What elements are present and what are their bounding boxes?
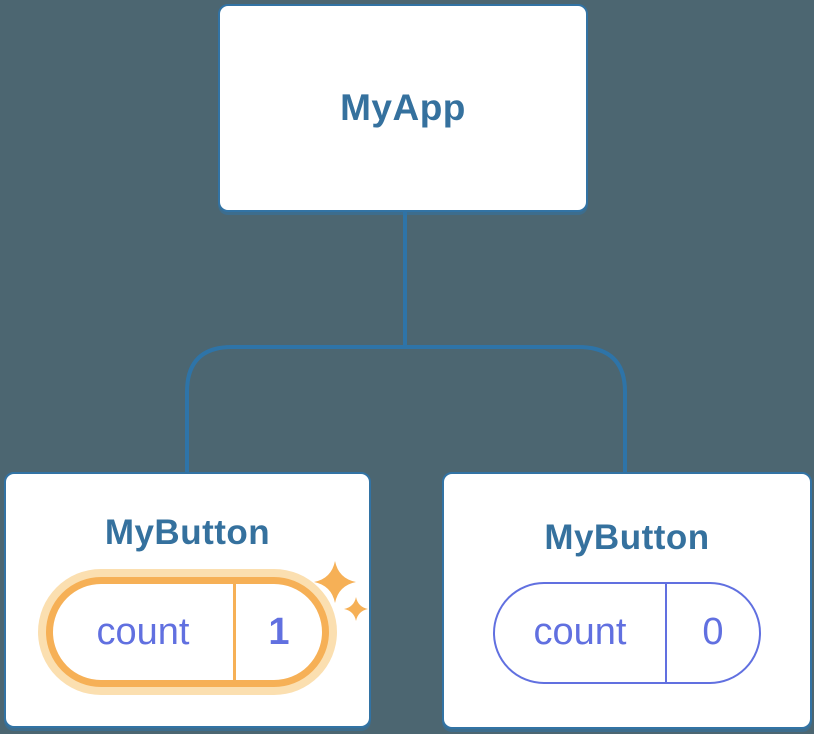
component-label: MyButton (544, 517, 710, 557)
component-label: MyApp (340, 87, 466, 128)
state-pill: count 0 (493, 581, 761, 684)
state-value: 1 (233, 584, 322, 680)
component-node-mybutton-2: MyButton count 0 (442, 472, 812, 729)
state-key-label: count (533, 611, 627, 653)
component-node-myapp: MyApp (218, 4, 588, 212)
state-pill-highlighted: count 1 (46, 577, 329, 687)
component-node-mybutton-1: MyButton count 1 (4, 472, 371, 728)
component-label: MyButton (104, 513, 271, 552)
state-key-label: count (96, 610, 190, 653)
state-value: 0 (665, 583, 759, 682)
sparkles-icon (314, 561, 368, 621)
